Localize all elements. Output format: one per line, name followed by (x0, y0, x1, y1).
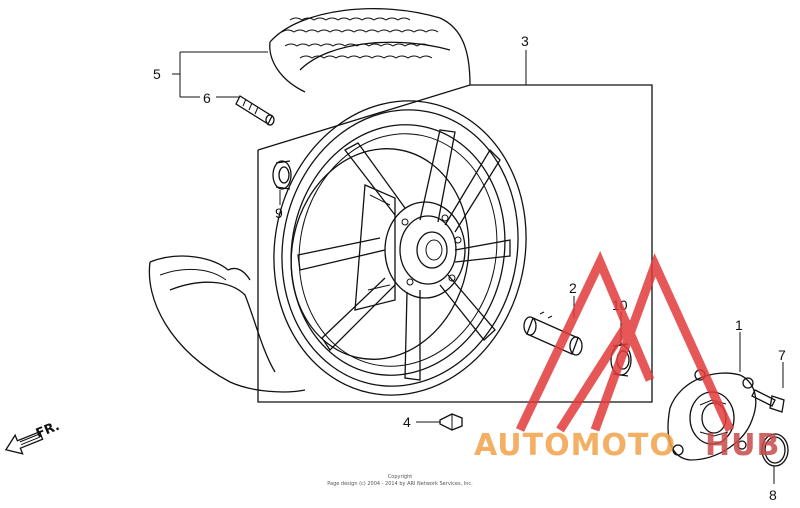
watermark-text-part1: AUTOMOTO (474, 428, 676, 463)
bearing-9 (272, 160, 292, 190)
watermark-text-part2: HUB (705, 428, 780, 463)
rear-wheel (273, 100, 527, 396)
front-direction-label: FR. (34, 419, 62, 442)
callout-labels: 5 6 3 9 2 10 1 7 8 4 (153, 33, 786, 503)
callout-2: 2 (569, 280, 577, 296)
callout-7: 7 (778, 347, 786, 363)
callout-4: 4 (403, 414, 411, 430)
callout-8: 8 (769, 487, 777, 503)
copyright-line2: Page design (c) 2004 - 2014 by ARI Netwo… (327, 481, 473, 487)
valve-6 (235, 95, 275, 126)
front-direction-indicator: FR. (4, 419, 62, 455)
bolt-7 (751, 389, 785, 413)
callout-3: 3 (521, 33, 529, 49)
wheel-hub (354, 184, 466, 311)
copyright-line1: Copyright (388, 474, 412, 480)
callout-5: 5 (153, 66, 161, 82)
callout-6: 6 (203, 90, 211, 106)
wheel-assembly-frame (257, 84, 653, 403)
tire-lower (148, 255, 306, 393)
callout-1: 1 (735, 317, 743, 333)
leader-lines (172, 50, 784, 484)
watermark-logo: AUTOMOTO HUB (474, 251, 780, 463)
copyright-notice: Copyright Page design (c) 2004 - 2014 by… (327, 474, 473, 487)
o-ring-8 (761, 433, 789, 467)
wheel-spokes (297, 129, 511, 381)
watermark-triangle-icon (515, 251, 735, 433)
callout-9: 9 (275, 205, 283, 221)
tire-upper (269, 8, 471, 93)
bolt-4 (439, 413, 463, 431)
